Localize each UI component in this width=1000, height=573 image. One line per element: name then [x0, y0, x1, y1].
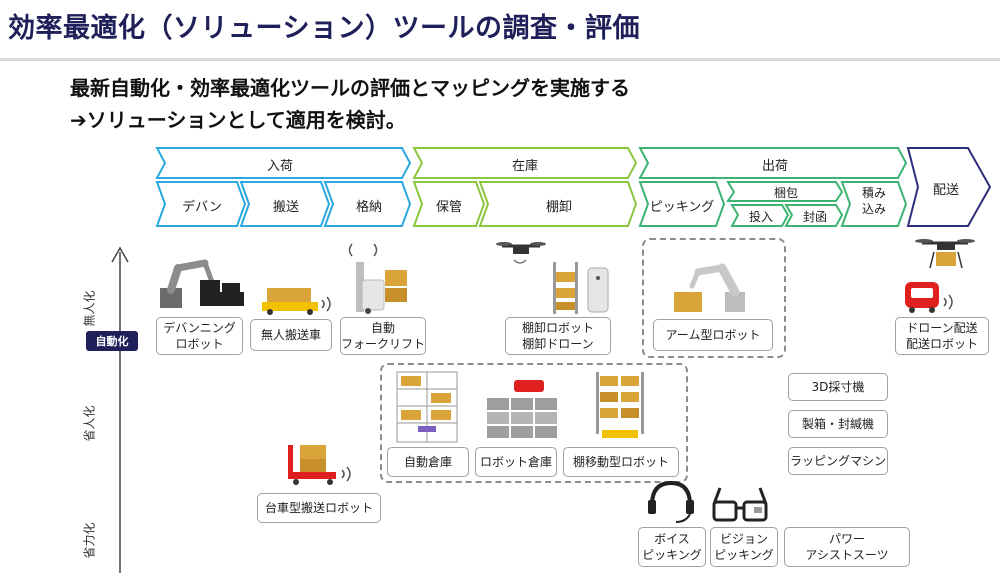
step-shelf-label: 棚卸: [545, 200, 572, 215]
page-title: 効率最適化（ソリューション）ツールの調査・評価: [8, 13, 640, 44]
step-keep-chevron: [412, 181, 486, 227]
step-keep-label: 保管: [435, 200, 462, 215]
step-packing-in-label: 投入: [748, 210, 773, 224]
process-flow: [155, 147, 992, 227]
phase-outbound-chevron: [638, 147, 908, 179]
devanning-robot-icon: [160, 259, 244, 308]
auto-warehouse-icon: [396, 371, 458, 443]
tool-devanning-robot: デバンニング ロボット: [156, 317, 243, 355]
phase-inbound-chevron: [155, 147, 412, 179]
tool-drone-delivery: ドローン配送 配送ロボット: [895, 317, 989, 355]
tool-forklift: 自動 フォークリフト: [340, 317, 426, 355]
tool-robot-warehouse: ロボット倉庫: [475, 447, 557, 477]
tool-power-assist: パワー アシストスーツ: [784, 527, 910, 567]
shelf-rack-icon: [553, 262, 609, 314]
phase-stock-label: 在庫: [511, 159, 538, 174]
step-storage-label: 格納: [355, 200, 382, 215]
tool-agv: 無人搬送車: [250, 319, 332, 351]
smart-glasses-icon: [712, 487, 768, 522]
step-packing-seal-label: 封函: [802, 210, 827, 224]
tool-voice-picking: ボイス ピッキング: [638, 527, 706, 567]
tool-3d-measure: 3D採寸機: [788, 373, 888, 401]
subtitle-line-1: 最新自動化・効率最適化ツールの評価とマッピングを実施する: [70, 76, 630, 100]
robot-warehouse-icon: [487, 380, 557, 438]
arm-robot-group: [642, 238, 786, 358]
step-storage-chevron: [323, 181, 412, 227]
agv-icon: [262, 288, 331, 315]
step-transport-label: 搬送: [272, 200, 299, 215]
phase-delivery-label: 配送: [932, 183, 959, 198]
tool-auto-warehouse: 自動倉庫: [387, 447, 469, 477]
tool-arm-robot: アーム型ロボット: [653, 319, 773, 351]
automation-axis: [111, 246, 129, 573]
axis-automation-badge: 自動化: [86, 331, 138, 351]
title-divider: [0, 58, 1000, 61]
tool-shelf-robot: 棚卸ロボット 棚卸ドローン: [505, 317, 611, 355]
phase-stock-chevron: [412, 147, 638, 179]
delivery-robot-icon: [905, 282, 953, 313]
step-shelf-chevron: [478, 181, 638, 227]
step-loading-label: 積み 込み: [861, 186, 886, 216]
cart-robot-icon: [288, 445, 351, 485]
step-picking-chevron: [638, 181, 726, 227]
tool-vision-picking: ビジョン ピッキング: [710, 527, 778, 567]
warehouse-group: [380, 363, 688, 483]
shelf-drone-icon: [496, 242, 546, 264]
phase-delivery-chevron: [906, 147, 992, 227]
headset-icon: [648, 480, 694, 523]
tool-wrapping-machine: ラッピングマシン: [788, 447, 888, 475]
step-devan-chevron: [155, 181, 247, 227]
step-transport-chevron: [239, 181, 331, 227]
step-packing-seal-chevron: [784, 204, 844, 227]
step-loading-chevron: [840, 181, 908, 227]
step-packing-label: 梱包: [773, 186, 798, 200]
tool-shelf-moving-robot: 棚移動型ロボット: [563, 447, 679, 477]
phase-outbound-label: 出荷: [761, 159, 788, 174]
step-packing-in-chevron: [730, 204, 790, 227]
shelf-moving-robot-icon: [596, 372, 644, 438]
step-picking-label: ピッキング: [649, 200, 715, 215]
tool-boxing-machine: 製箱・封緘機: [788, 410, 888, 438]
phase-inbound-label: 入荷: [266, 159, 293, 174]
subtitle-line-2: ➔ソリューションとして適用を検討。: [70, 108, 406, 132]
step-devan-label: デバン: [182, 200, 222, 215]
forklift-icon: [348, 243, 407, 314]
step-packing-chevron: [726, 181, 844, 202]
delivery-drone-icon: [915, 239, 975, 269]
arm-robot-icon: [674, 263, 745, 312]
tool-cart-robot: 台車型搬送ロボット: [257, 493, 381, 523]
